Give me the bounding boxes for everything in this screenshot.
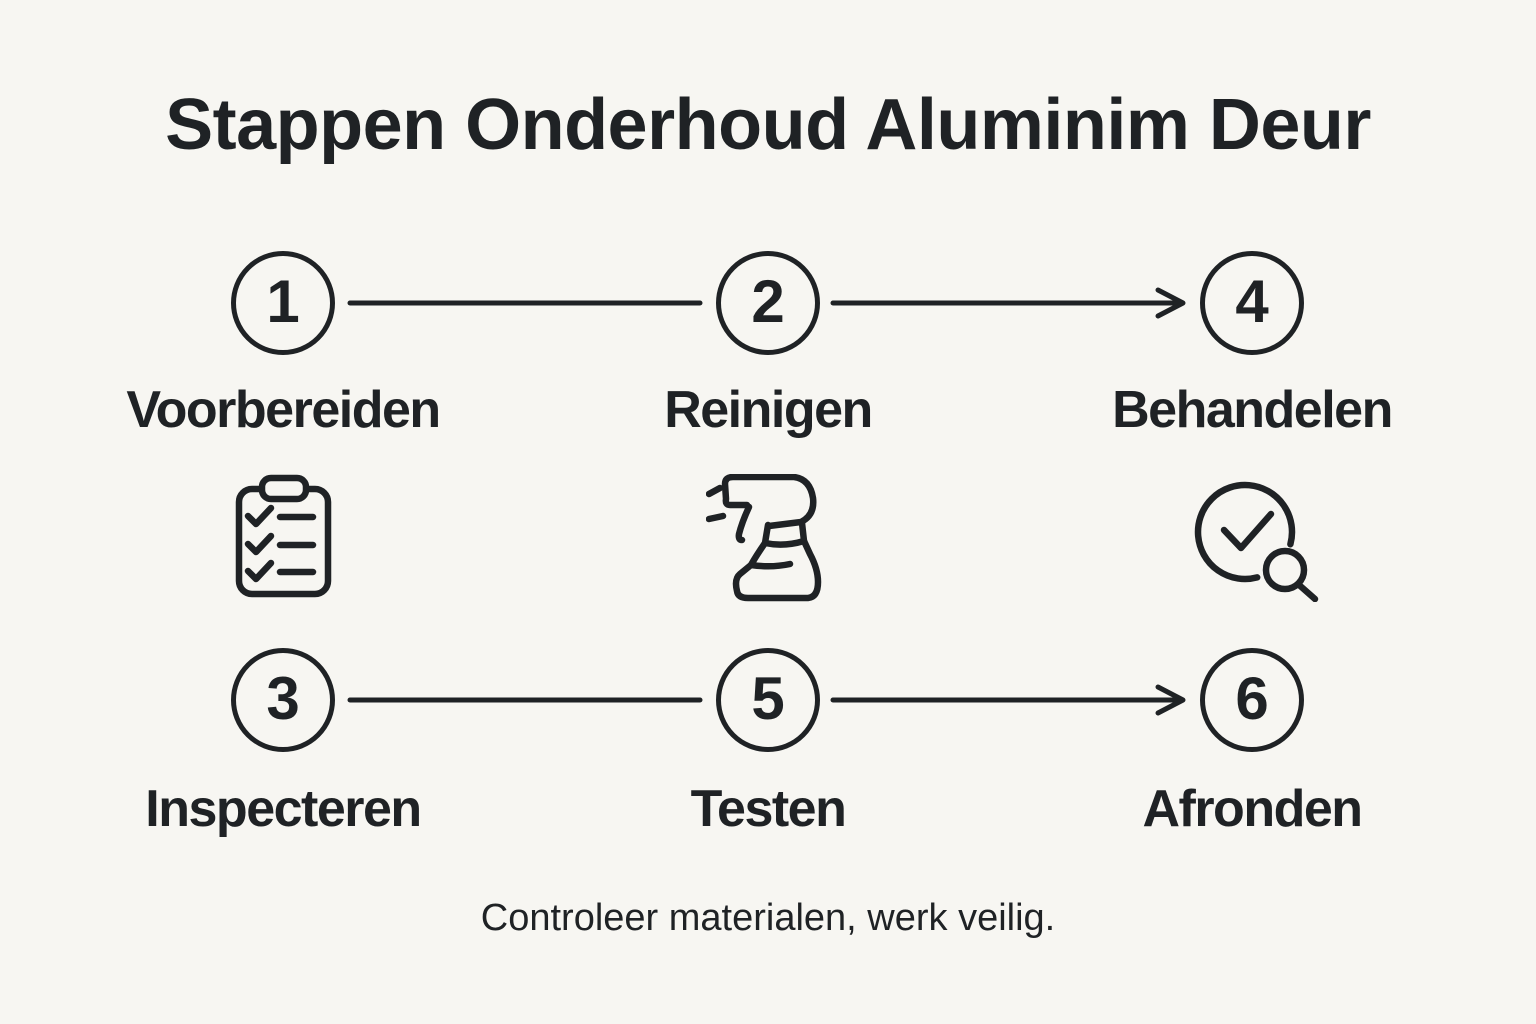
step-circle-1: 1 bbox=[231, 251, 335, 355]
checkmark-icon bbox=[1220, 510, 1275, 552]
magnifier-check-icon bbox=[1194, 481, 1319, 602]
spray-bottle-icon bbox=[706, 474, 822, 602]
step-number: 5 bbox=[751, 665, 785, 732]
checkmark-icon bbox=[244, 532, 275, 556]
spray-boot-line bbox=[747, 560, 794, 570]
step-circle-2: 2 bbox=[716, 251, 820, 355]
step-label-behandelen: Behandelen bbox=[1112, 381, 1393, 439]
spray-head bbox=[721, 474, 817, 530]
page-title: Stappen Onderhoud Aluminim Deur bbox=[165, 85, 1371, 165]
step-circle-5: 5 bbox=[716, 648, 820, 752]
step-label-voorbereiden: Voorbereiden bbox=[126, 381, 441, 439]
step-label-testen: Testen bbox=[690, 780, 847, 838]
step-label-afronden: Afronden bbox=[1142, 780, 1363, 838]
checklist-clipboard-icon bbox=[235, 474, 332, 598]
magnifier-glass bbox=[1262, 547, 1308, 593]
spray-dash bbox=[706, 512, 727, 523]
step-circle-6: 6 bbox=[1200, 648, 1304, 752]
step-number: 2 bbox=[751, 268, 785, 335]
spray-body bbox=[732, 537, 822, 602]
step-circle-3: 3 bbox=[231, 648, 335, 752]
spray-dash bbox=[706, 484, 724, 498]
step-number: 3 bbox=[266, 665, 300, 732]
step-label-inspecteren: Inspecteren bbox=[145, 780, 422, 838]
check-circle-arc bbox=[1194, 481, 1296, 583]
checkmark-icon bbox=[244, 504, 275, 528]
footer-note: Controleer materialen, werk veilig. bbox=[480, 897, 1056, 939]
step-label-reinigen: Reinigen bbox=[664, 381, 873, 439]
step-circle-4: 4 bbox=[1200, 251, 1304, 355]
clipboard-clip bbox=[258, 474, 310, 503]
arrowhead-icon bbox=[1155, 684, 1186, 716]
step-number: 6 bbox=[1235, 665, 1269, 732]
step-number: 4 bbox=[1235, 268, 1269, 335]
spray-trigger bbox=[735, 503, 753, 544]
checkmark-icon bbox=[244, 559, 275, 583]
arrowhead-icon bbox=[1155, 287, 1186, 319]
magnifier-handle bbox=[1294, 580, 1319, 602]
step-number: 1 bbox=[266, 268, 300, 335]
